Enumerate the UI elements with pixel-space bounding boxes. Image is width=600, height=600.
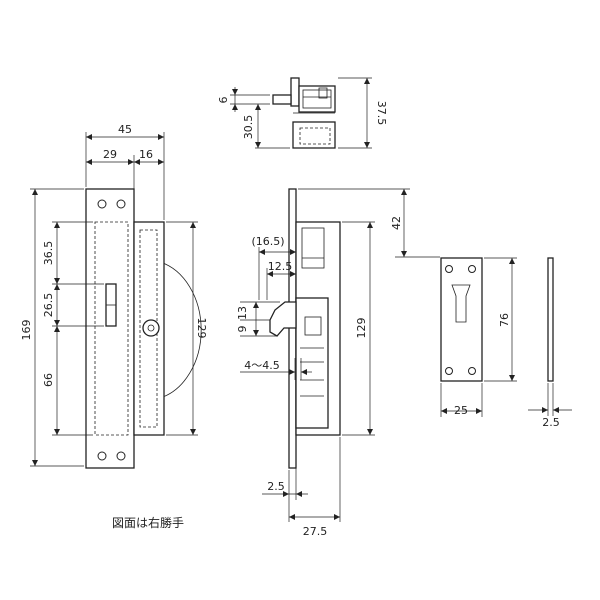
screw-hole	[97, 451, 107, 461]
handing-note: 図面は右勝手	[112, 515, 184, 530]
screw-hole	[445, 367, 453, 375]
strike-plate: 25 76	[440, 257, 517, 417]
dim-hook-width: 12.5	[268, 260, 293, 273]
dim-top-offset: 42	[390, 216, 403, 230]
screw-hole	[468, 367, 476, 375]
dim-hook-vertical: 13	[236, 306, 249, 320]
top-view: 6 30.5 37.5	[217, 77, 388, 149]
dim-side-body-height: 129	[355, 318, 368, 339]
dim-strike-width: 25	[454, 404, 468, 417]
dim-slot-offset: 26.5	[42, 293, 55, 318]
dim-plate-width: 29	[103, 148, 117, 161]
dim-total-height: 37.5	[375, 101, 388, 126]
dim-body-height: 30.5	[242, 115, 255, 140]
dim-strike-thickness: 2.5	[542, 416, 560, 429]
dim-hook-reach: (16.5)	[251, 235, 284, 248]
screw-hole	[97, 199, 107, 209]
screw-hole	[116, 199, 126, 209]
screw-hole	[445, 265, 453, 273]
dim-upper-offset: 36.5	[42, 241, 55, 266]
side-view: 42 129 (16.5) 12.5 13 9 4～4	[236, 188, 440, 538]
screw-hole	[116, 451, 126, 461]
dim-overall-width: 45	[118, 123, 132, 136]
dim-case-width: 16	[139, 148, 153, 161]
dim-overall-height: 169	[20, 320, 33, 341]
dim-strike-height: 76	[498, 313, 511, 327]
dim-hook-gap: 9	[236, 326, 249, 333]
dim-case-height: 129	[195, 318, 208, 339]
dim-side-depth: 27.5	[303, 525, 328, 538]
dim-hook-range: 4～4.5	[244, 359, 280, 372]
dim-lower-offset: 66	[42, 373, 55, 387]
dim-pin-height: 6	[217, 97, 230, 104]
dim-side-plate-thickness: 2.5	[267, 480, 285, 493]
front-view: 45 29 16 169 36.5 26.5 66 129	[20, 123, 208, 469]
screw-hole	[468, 265, 476, 273]
strike-plate-side: 2.5	[528, 257, 572, 429]
